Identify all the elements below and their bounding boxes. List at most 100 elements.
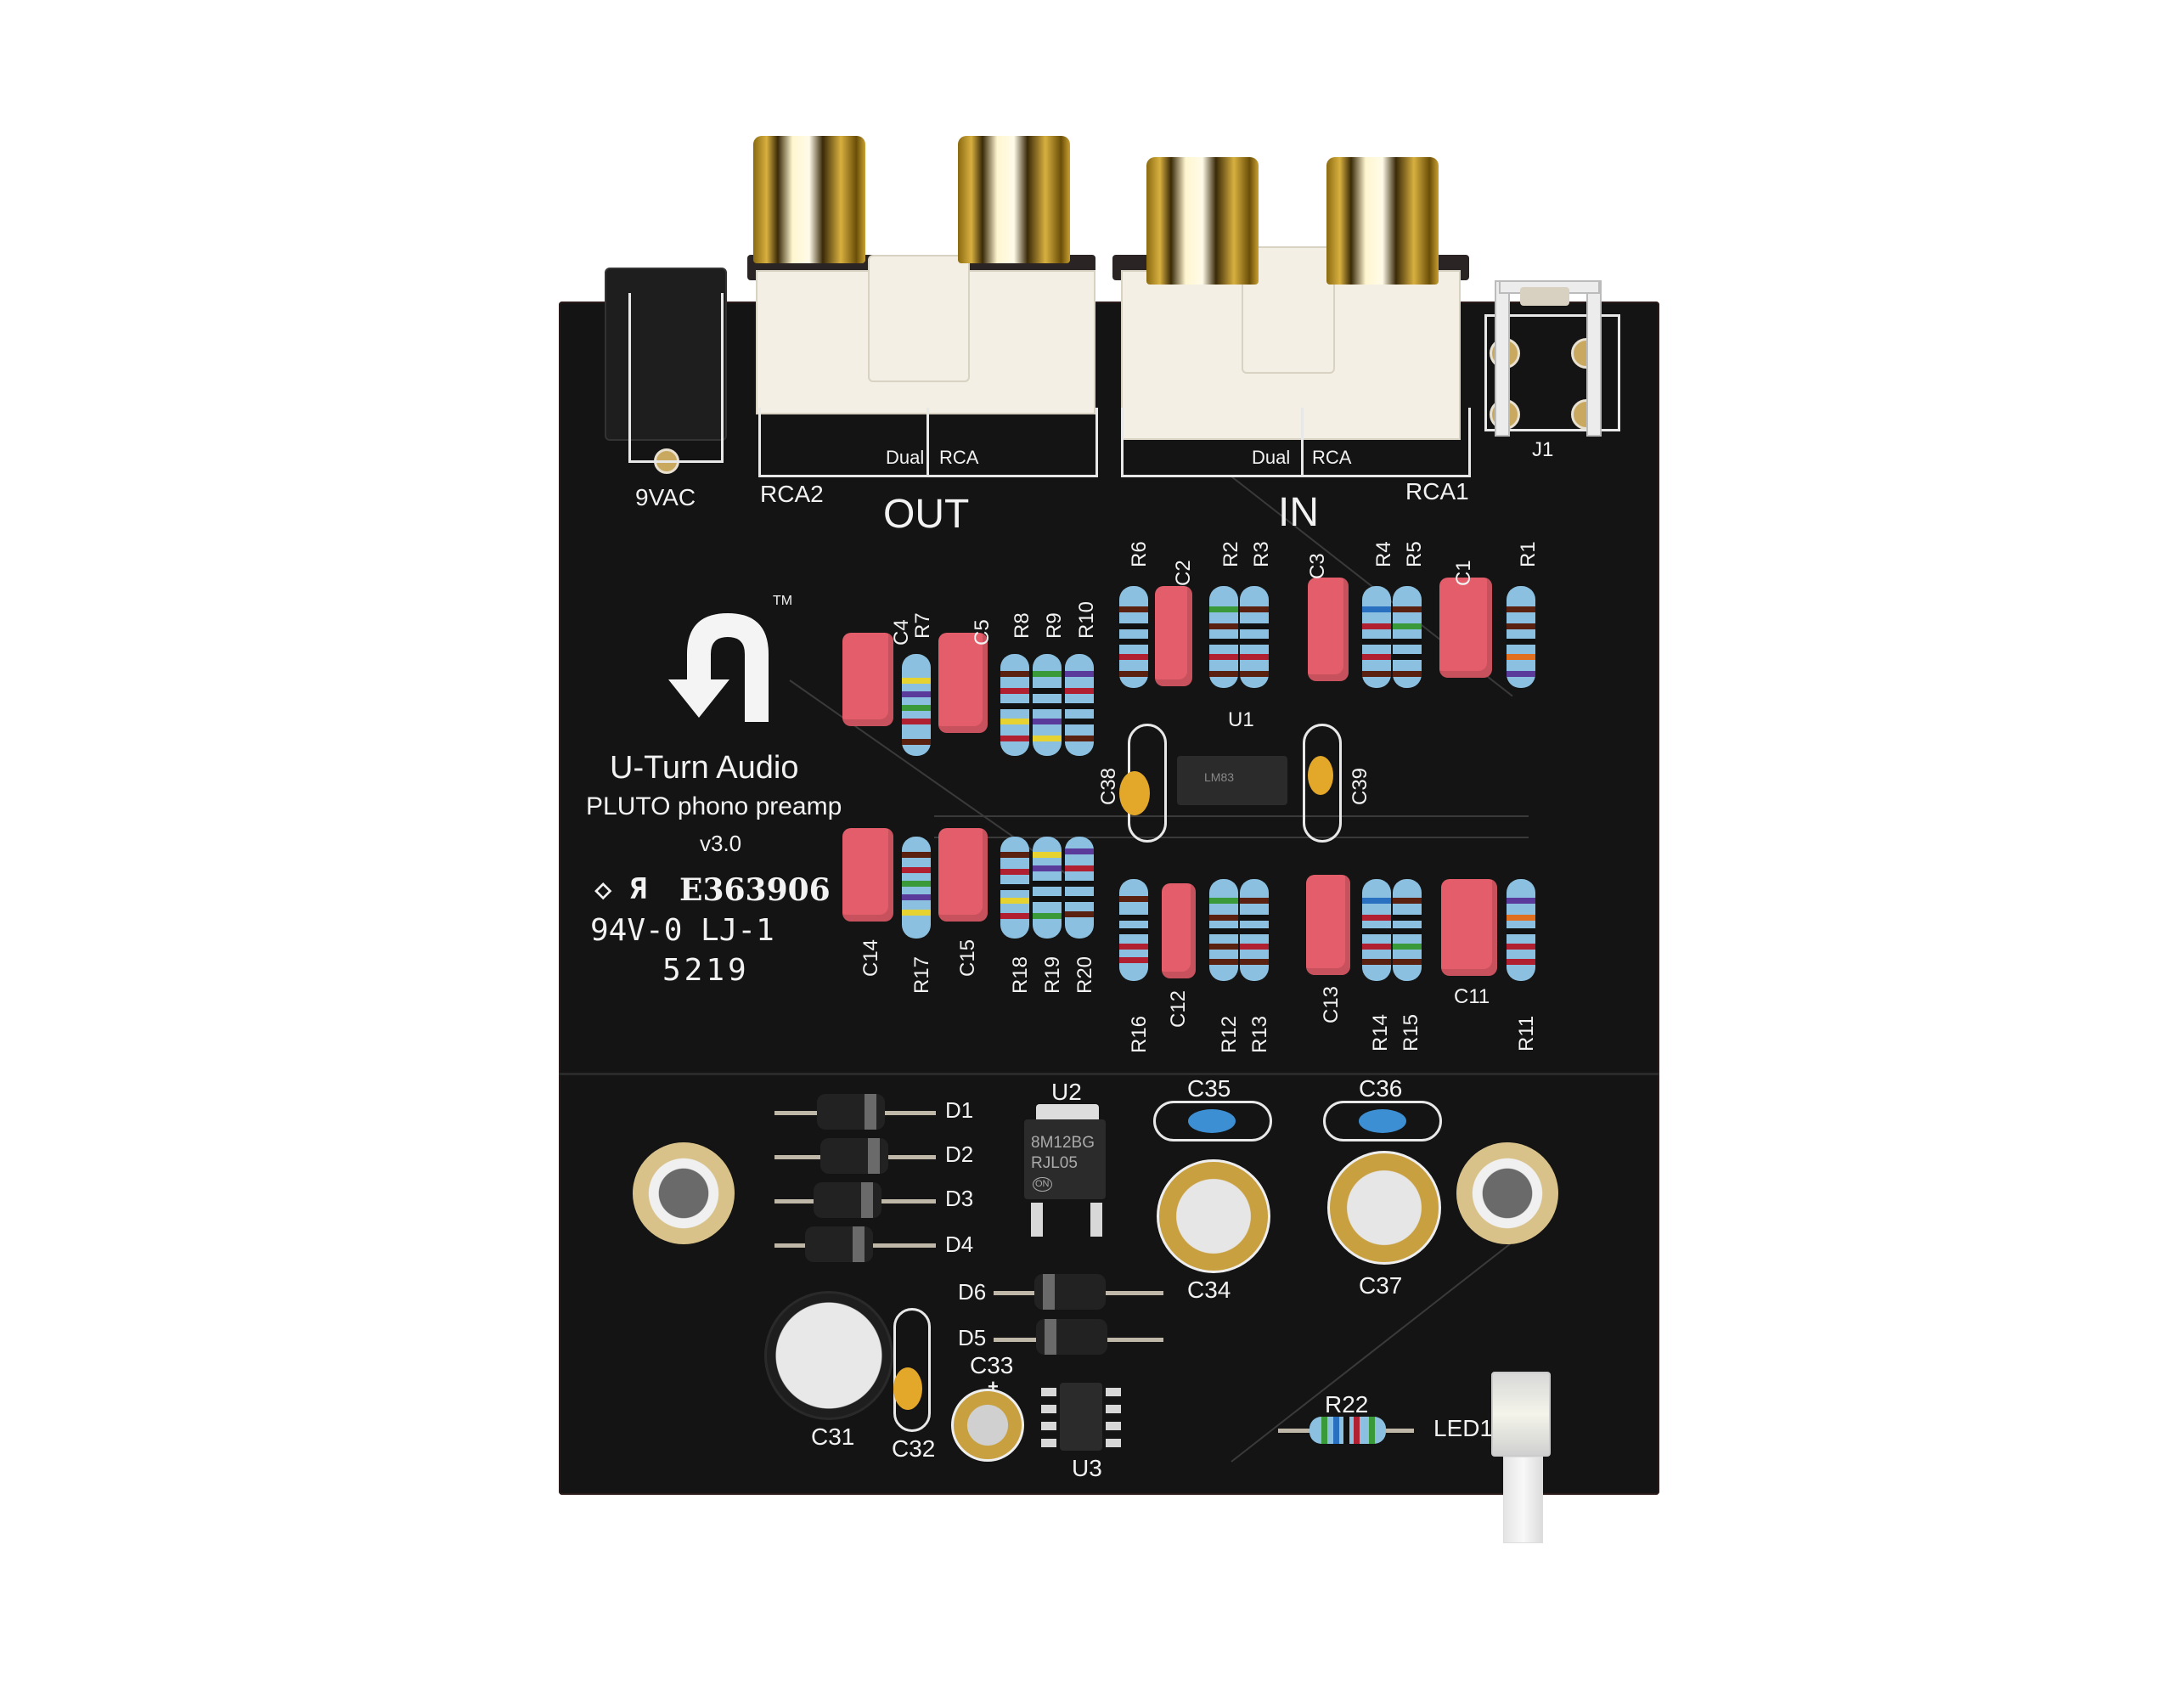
op-amp-u1[interactable] [1177,756,1287,805]
capacitor-c34[interactable] [1157,1159,1270,1273]
cert-number: E363906 [679,872,831,908]
mounting-hole-right [1456,1142,1558,1244]
c36-label: C36 [1359,1075,1403,1102]
diode-d3[interactable] [814,1182,881,1218]
capacitor-c32[interactable] [893,1367,922,1410]
date-code: 5219 [662,953,750,988]
out-dual-label: Dual [886,447,925,468]
r14-label: R14 [1369,1013,1392,1051]
u3-pin [1106,1405,1121,1413]
capacitor-c37[interactable] [1327,1151,1441,1265]
resistor-r11[interactable] [1507,879,1535,981]
out-section-label: OUT [883,492,970,537]
r4-label: R4 [1372,541,1395,567]
diode-d2[interactable] [820,1138,888,1174]
c4-label: C4 [890,619,913,645]
rca-out-right-jack[interactable] [958,136,1070,263]
led1-light-pipe [1491,1372,1551,1457]
c33-label: C33 [970,1352,1014,1378]
c37-label: C37 [1359,1272,1403,1299]
flammability-rating: 94V-0 LJ-1 [590,913,774,948]
diode-d1[interactable] [817,1094,885,1130]
r17-label: R17 [910,955,933,994]
capacitor-c31[interactable] [764,1291,893,1420]
capacitor-c11[interactable] [1441,879,1497,976]
u3-pin [1041,1439,1056,1447]
capacitor-c33[interactable] [951,1389,1024,1462]
u3-label: U3 [1072,1455,1102,1481]
resistor-r7[interactable] [902,654,931,756]
c39-outline [1303,724,1342,843]
ground-wire [1586,280,1602,437]
r1-label: R1 [1517,541,1540,567]
power-jack[interactable] [605,268,727,441]
capacitor-c5[interactable] [938,633,988,733]
diode-d5[interactable] [1036,1319,1107,1355]
r18-label: R18 [1009,955,1032,994]
diode-d4[interactable] [805,1226,873,1262]
in-jack-label: RCA1 [1405,478,1469,505]
resistor-r1[interactable] [1507,586,1535,688]
product-version: v3.0 [700,831,742,856]
capacitor-c12[interactable] [1162,883,1196,978]
capacitor-c35[interactable] [1188,1109,1236,1133]
ic-u3[interactable] [1060,1383,1102,1451]
resistor-r9[interactable] [1033,654,1062,756]
u2-marking-line1: 8M12BG [1031,1134,1095,1152]
resistor-r2[interactable] [1209,586,1238,688]
resistor-r20[interactable] [1065,837,1094,939]
in-dual-label: Dual [1252,447,1291,468]
rca-in-right-jack[interactable] [1326,157,1439,285]
r6-label: R6 [1128,541,1151,567]
d6-label: D6 [958,1279,987,1305]
capacitor-c13[interactable] [1306,875,1350,975]
rca-out-left-jack[interactable] [753,136,865,263]
resistor-r4[interactable] [1362,586,1391,688]
resistor-r15[interactable] [1393,879,1422,981]
resistor-r14[interactable] [1362,879,1391,981]
diode-d6[interactable] [1034,1274,1106,1310]
resistor-r22[interactable] [1309,1417,1386,1444]
r3-label: R3 [1250,541,1273,567]
resistor-r8[interactable] [1000,654,1029,756]
d5-label: D5 [958,1325,987,1350]
in-rca-label: RCA [1312,447,1352,468]
capacitor-c1[interactable] [1439,578,1492,678]
r12-label: R12 [1218,1015,1241,1053]
resistor-r13[interactable] [1240,879,1269,981]
resistor-r18[interactable] [1000,837,1029,939]
u2-pin [1090,1203,1102,1237]
ground-screw [1520,287,1569,306]
capacitor-c38[interactable] [1119,771,1150,815]
capacitor-c14[interactable] [842,828,893,922]
capacitor-c3[interactable] [1308,578,1349,681]
capacitor-c4[interactable] [842,633,893,726]
resistor-r3[interactable] [1240,586,1269,688]
resistor-r5[interactable] [1393,586,1422,688]
u2-pin [1031,1203,1043,1237]
c32-label: C32 [892,1435,936,1462]
trace [934,837,1529,838]
c13-label: C13 [1320,985,1343,1023]
in-section-label: IN [1278,490,1319,535]
capacitor-c15[interactable] [938,828,988,922]
resistor-r16[interactable] [1119,879,1148,981]
ground-wire [1495,280,1510,437]
resistor-r12[interactable] [1209,879,1238,981]
resistor-r10[interactable] [1065,654,1094,756]
r10-label: R10 [1075,600,1098,639]
rca-in-left-jack[interactable] [1146,157,1259,285]
u3-pin [1106,1439,1121,1447]
c34-label: C34 [1187,1277,1231,1303]
r8-label: R8 [1011,612,1033,639]
resistor-r19[interactable] [1033,837,1062,939]
capacitor-c2[interactable] [1155,586,1192,686]
capacitor-c39[interactable] [1308,756,1333,795]
u3-pin [1106,1422,1121,1430]
d4-label: D4 [945,1232,974,1257]
c39-label: C39 [1349,767,1371,805]
c2-label: C2 [1172,560,1195,586]
resistor-r6[interactable] [1119,586,1148,688]
capacitor-c36[interactable] [1359,1109,1406,1133]
resistor-r17[interactable] [902,837,931,939]
